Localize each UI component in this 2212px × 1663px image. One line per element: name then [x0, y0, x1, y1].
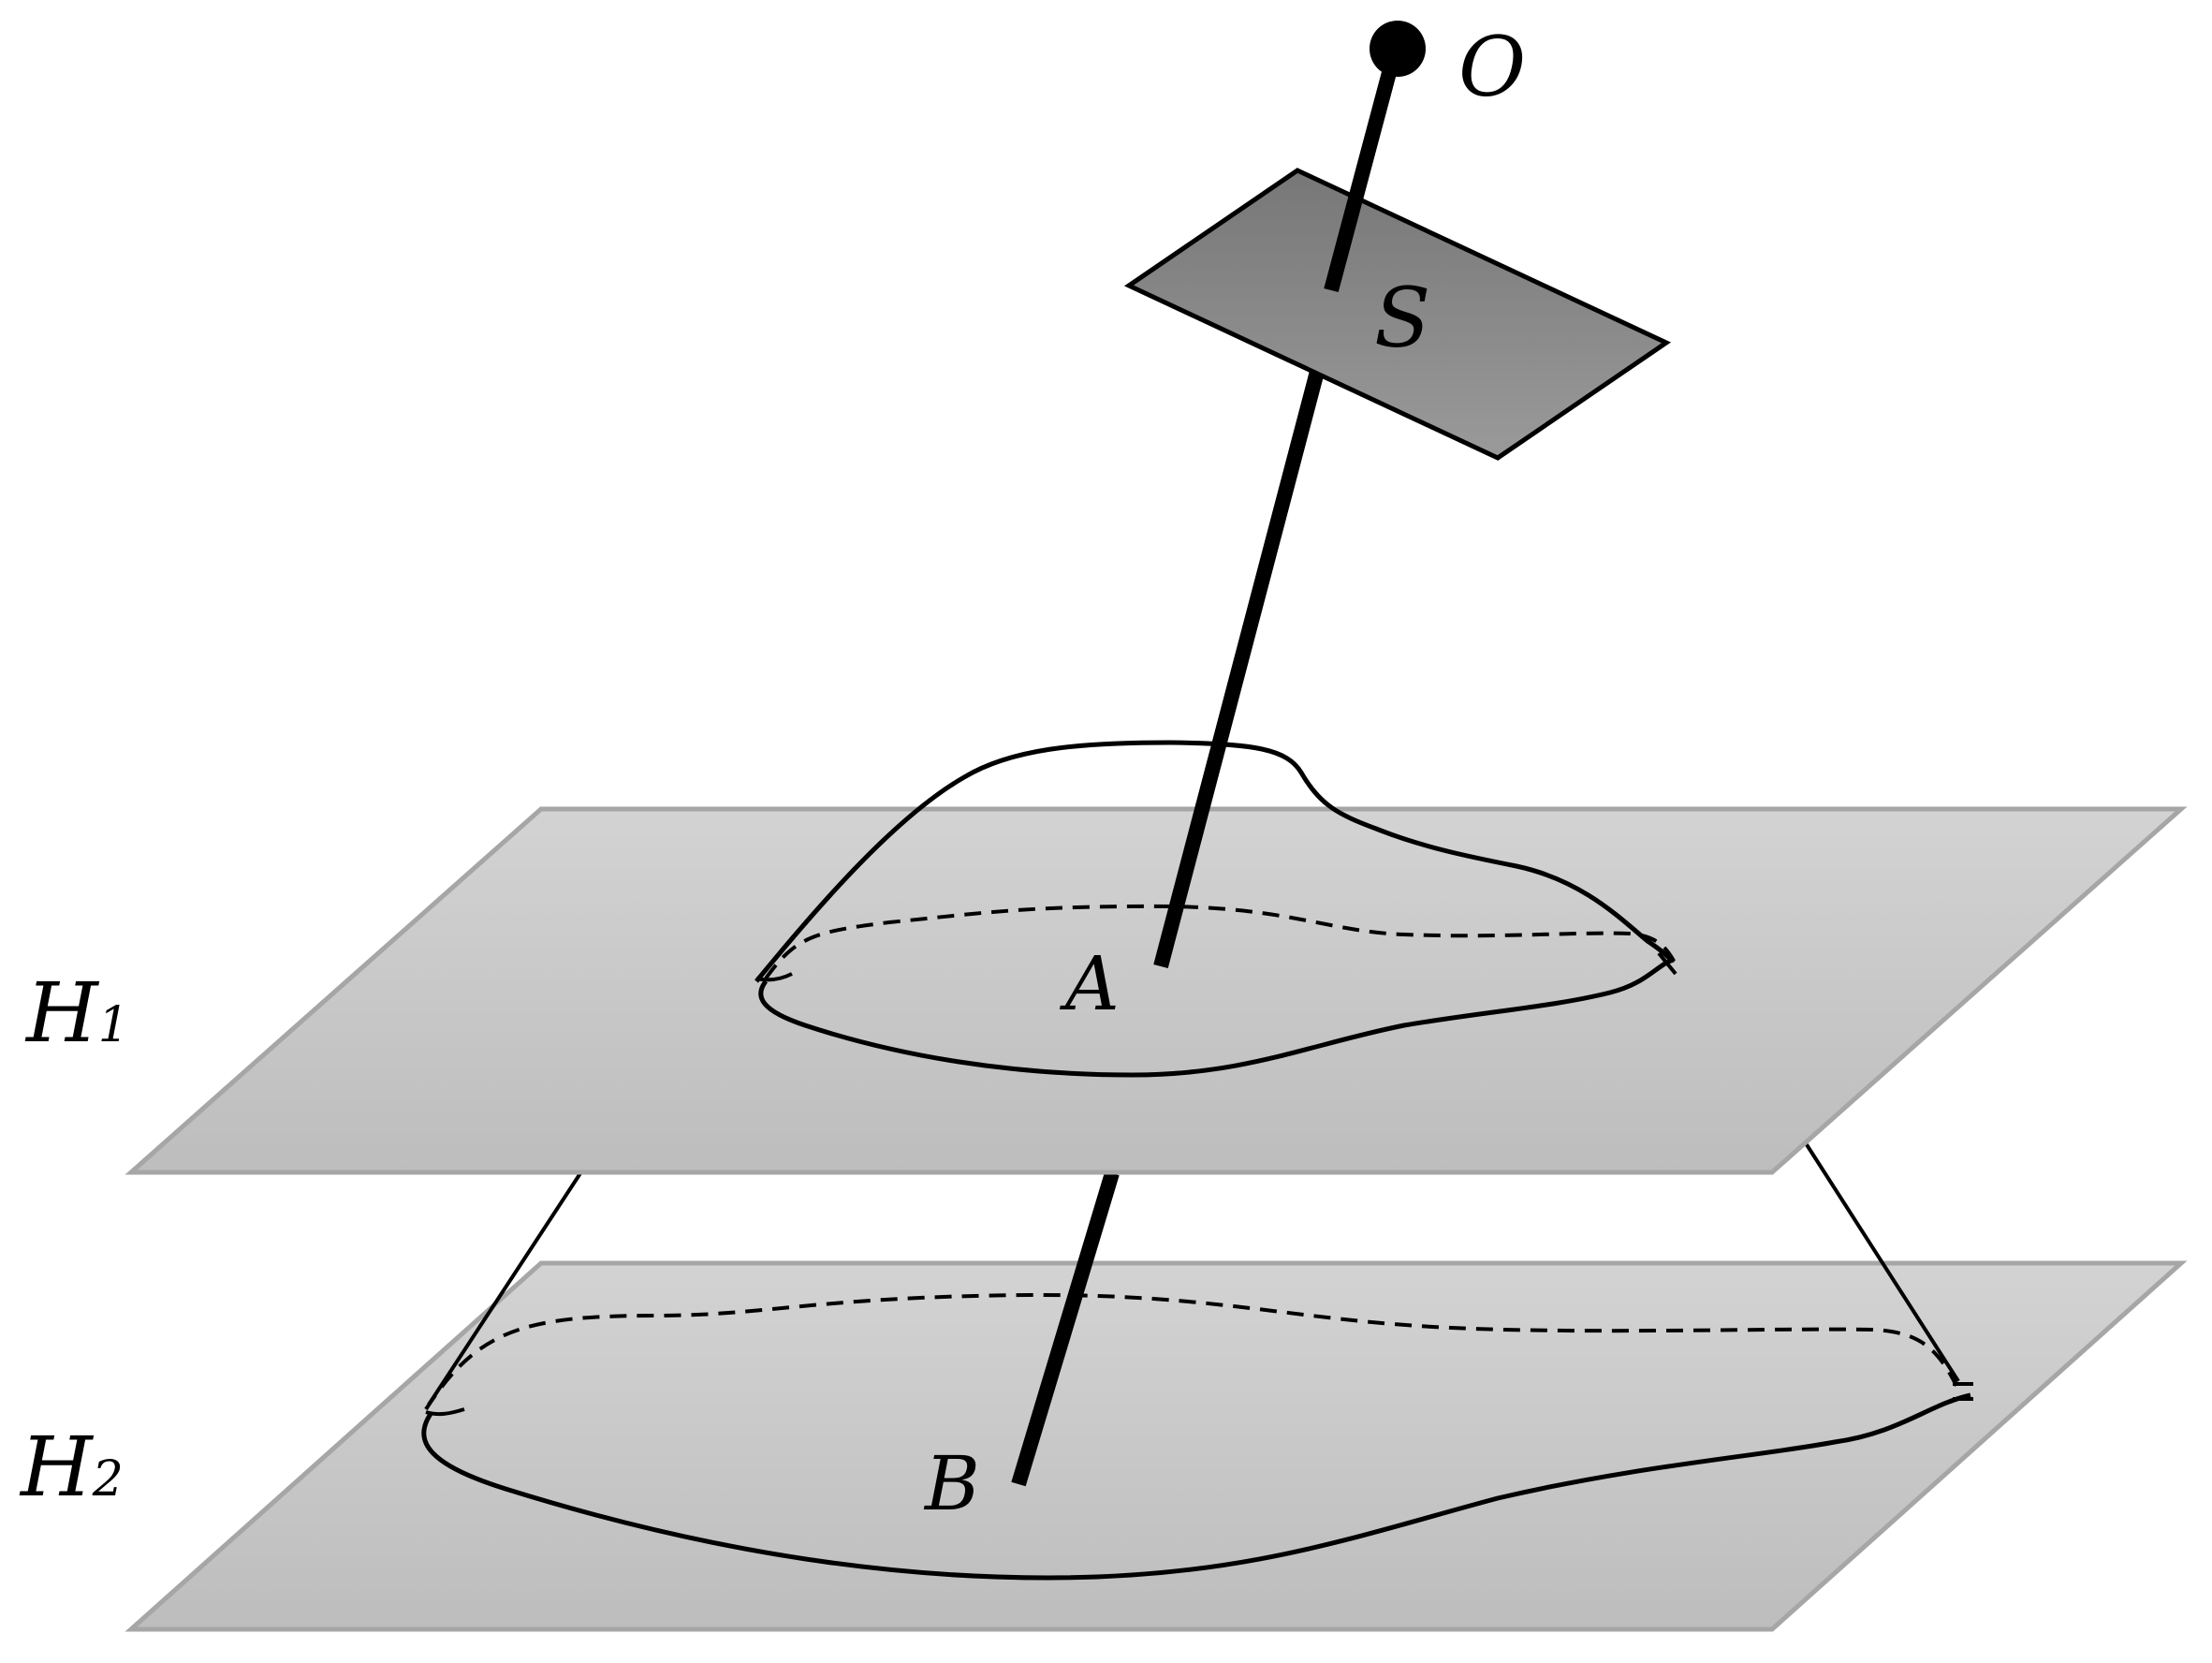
shape-h2-front-edge — [421, 1392, 1971, 1581]
label-h2-sub: 2 — [92, 1451, 124, 1508]
label-o: O — [1458, 19, 1526, 115]
label-h1-letter: H — [24, 964, 100, 1061]
label-b: B — [923, 1440, 980, 1527]
shape-h2-left-tick — [425, 1407, 465, 1417]
label-h2: H2 — [19, 1419, 124, 1515]
plane-h2 — [125, 1260, 2188, 1632]
axis-segment-middle — [1153, 365, 1326, 969]
label-a: A — [1059, 940, 1120, 1027]
label-h1: H1 — [24, 964, 129, 1061]
axis-segment-upper — [1324, 49, 1402, 293]
shape-h1-back-edge — [764, 904, 1677, 980]
shape-h1-right-tick — [1657, 951, 1677, 976]
connector-right — [1797, 1131, 1960, 1383]
dome-outline — [754, 740, 1673, 983]
shape-h2-right-tick — [1953, 1382, 1973, 1401]
label-s: S — [1374, 270, 1430, 366]
shape-h2-back-edge — [424, 1292, 1958, 1411]
axis-segment-lower — [1011, 1170, 1120, 1487]
screen-s — [1123, 168, 1672, 461]
shape-h1-front-edge — [758, 957, 1675, 1078]
label-h1-sub: 1 — [98, 997, 129, 1053]
plane-h1 — [125, 806, 2188, 1175]
label-h2-letter: H — [19, 1419, 95, 1515]
connector-left — [427, 1171, 582, 1406]
point-o-dot — [1370, 21, 1426, 77]
